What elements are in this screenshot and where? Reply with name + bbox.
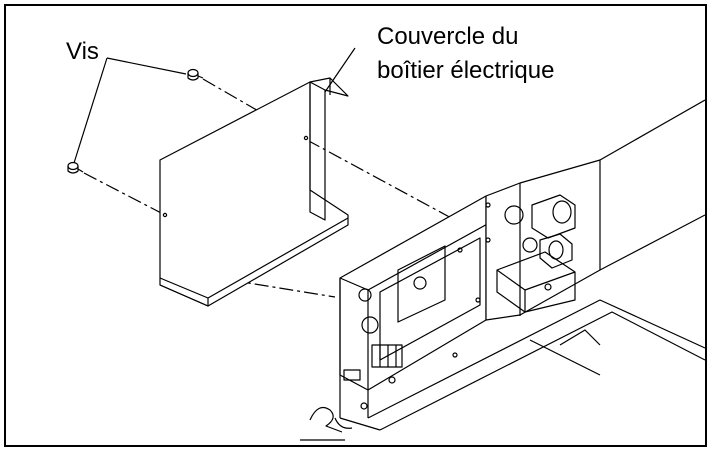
unit-side-panel [485, 99, 705, 321]
electrical-box-body [300, 195, 705, 441]
cover-label-line2: boîtier électrique [377, 57, 554, 84]
electrical-box-cover [159, 77, 349, 307]
screw-left [67, 161, 84, 174]
cover-label-line1: Couvercle du [377, 23, 518, 50]
screw-top [187, 68, 204, 81]
screws-label: Vis [66, 38, 99, 65]
